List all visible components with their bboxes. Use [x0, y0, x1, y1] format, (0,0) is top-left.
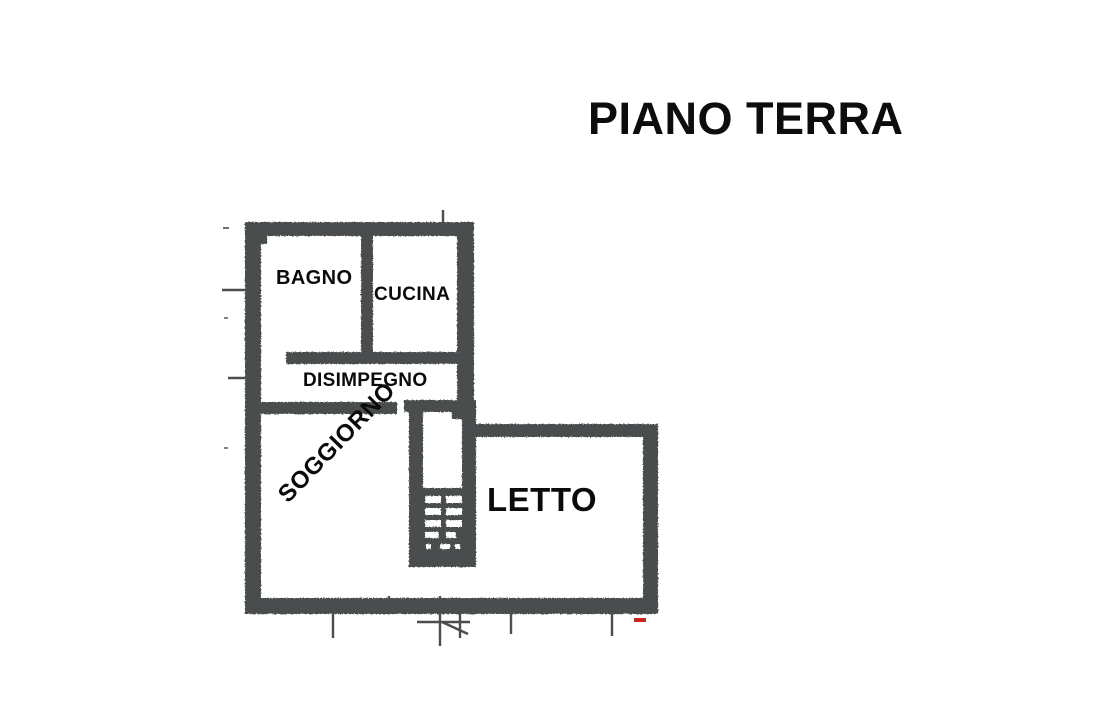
wall-letto-right-exterior — [643, 424, 658, 614]
room-label-cucina: CUCINA — [374, 284, 451, 305]
room-label-disimpegno: DISIMPEGNO — [303, 370, 428, 391]
page-title: PIANO TERRA — [588, 93, 904, 144]
staircase — [420, 471, 466, 560]
staircase-treads — [425, 496, 462, 549]
staircase-direction-arrow — [424, 471, 440, 479]
wall-right-upper-exterior — [457, 228, 474, 414]
room-label-bagno: BAGNO — [276, 267, 353, 289]
room-label-letto: LETTO — [487, 481, 598, 518]
wall-letto-top — [474, 424, 658, 437]
wall-stair-left — [409, 404, 423, 566]
wall-corner-top-left — [245, 222, 267, 244]
wall-divider-bagno-cucina — [361, 236, 373, 360]
wall-nib-stair-head — [452, 408, 476, 419]
red-corner-mark — [634, 618, 646, 622]
wall-corner-bottom-right — [628, 598, 658, 614]
wall-disimpegno-top — [286, 352, 463, 364]
wall-nib-disimpegno-right — [457, 352, 474, 365]
wall-soggiorno-top — [258, 402, 397, 414]
dimension-tick-bottom-diag — [441, 620, 469, 636]
wall-bottom-exterior — [245, 598, 643, 614]
staircase-landing-mark — [448, 480, 457, 484]
wall-left-exterior — [245, 222, 261, 614]
wall-top-exterior — [245, 222, 474, 236]
walls — [245, 222, 658, 614]
